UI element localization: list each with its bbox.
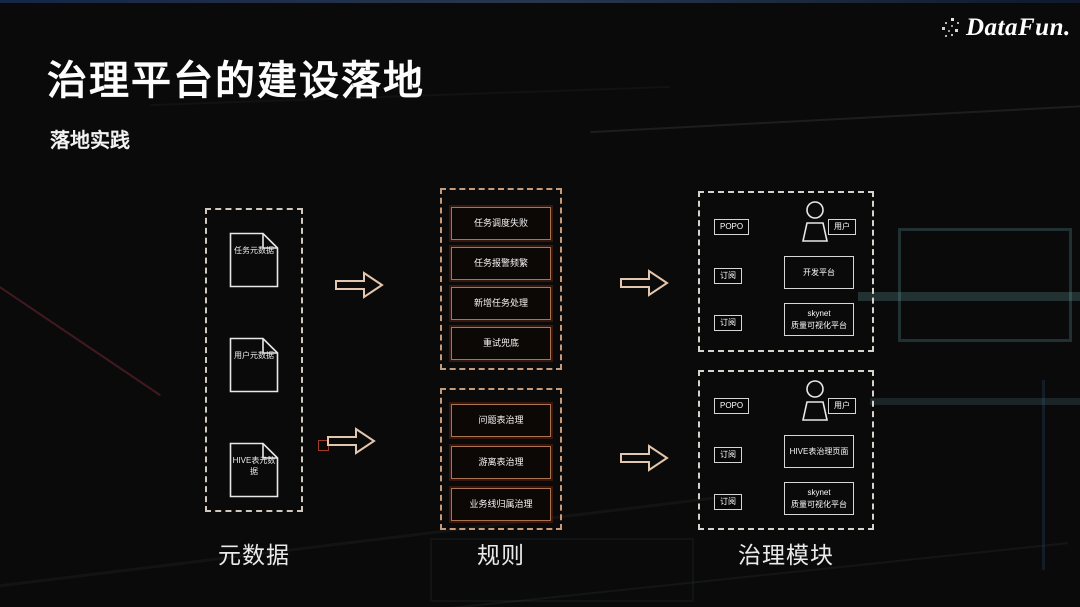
background-circuit-rect: [898, 228, 1072, 342]
rule-item: 游离表治理: [451, 446, 551, 479]
target-skynet-box: skynet 质量可视化平台: [784, 303, 854, 336]
background-red-streak: [0, 265, 161, 397]
datafun-logo: DataFun.: [942, 14, 1071, 42]
document-item-user-metadata: 用户元数据: [229, 337, 279, 393]
column-label-rules: 规则: [477, 543, 525, 568]
metadata-group: 任务元数据 用户元数据 HIVE表元数据: [205, 208, 303, 512]
document-item-task-metadata: 任务元数据: [229, 232, 279, 288]
page-title: 治理平台的建设落地: [47, 58, 425, 103]
rule-item: 新增任务处理: [451, 287, 551, 320]
column-label-governance: 治理模块: [738, 543, 834, 568]
table-rules-group: 问题表治理 游离表治理 业务线归属治理: [440, 388, 562, 530]
rule-item: 重试兜底: [451, 327, 551, 360]
popo-tag: POPO: [714, 398, 750, 414]
document-label: 任务元数据: [234, 246, 274, 255]
column-label-metadata: 元数据: [218, 543, 290, 568]
document-icon: [229, 337, 279, 393]
background-circuit-band: [870, 398, 1080, 405]
target-skynet-line2: 质量可视化平台: [791, 320, 847, 330]
background-top-line: [0, 0, 1080, 3]
rule-item: 业务线归属治理: [451, 488, 551, 521]
document-icon: [229, 232, 279, 288]
flow-arrow-icon: [335, 271, 384, 299]
flow-arrow-icon: [327, 427, 376, 455]
flow-arrow-icon: [620, 444, 669, 472]
datafun-logo-icon: [942, 18, 959, 37]
target-hive-page-label: HIVE表治理页面: [789, 446, 849, 456]
target-skynet-line2: 质量可视化平台: [791, 499, 847, 509]
target-skynet-line1: skynet: [807, 488, 831, 498]
background-circuit-band: [858, 292, 1080, 301]
document-label: 用户元数据: [234, 351, 274, 360]
governance-panel-tasks: POPO 用户 订阅 订阅 开发平台 skynet 质量可视化平台: [698, 191, 874, 352]
document-label: HIVE表元数据: [232, 456, 276, 476]
user-icon: [802, 380, 828, 421]
background-blue-line: [1042, 380, 1045, 570]
background-streak: [590, 104, 1080, 134]
user-tag: 用户: [828, 219, 856, 235]
document-icon: [229, 442, 279, 498]
background-streak: [0, 493, 738, 590]
document-item-hive-metadata: HIVE表元数据: [229, 442, 279, 498]
subscribe-tag: 订阅: [714, 494, 742, 510]
popo-tag: POPO: [714, 219, 750, 235]
page-subtitle: 落地实践: [50, 130, 130, 152]
datafun-logo-text: DataFun.: [966, 14, 1071, 41]
subscribe-tag: 订阅: [714, 447, 742, 463]
target-hive-page-box: HIVE表治理页面: [784, 435, 854, 468]
rule-item: 任务调度失败: [451, 207, 551, 240]
target-skynet-box: skynet 质量可视化平台: [784, 482, 854, 515]
rule-item: 问题表治理: [451, 404, 551, 437]
task-rules-group: 任务调度失败 任务报警频繁 新增任务处理 重试兜底: [440, 188, 562, 370]
subscribe-tag: 订阅: [714, 315, 742, 331]
rule-item: 任务报警频繁: [451, 247, 551, 280]
user-tag: 用户: [828, 398, 856, 414]
background-streak: [252, 542, 1068, 607]
flow-arrow-icon: [620, 269, 669, 297]
target-platform-box: 开发平台: [784, 256, 854, 289]
target-platform-label: 开发平台: [803, 267, 835, 277]
subscribe-tag: 订阅: [714, 268, 742, 284]
target-skynet-line1: skynet: [807, 309, 831, 319]
governance-panel-tables: POPO 用户 订阅 订阅 HIVE表治理页面 skynet 质量可视化平台: [698, 370, 874, 530]
user-icon: [802, 201, 828, 242]
